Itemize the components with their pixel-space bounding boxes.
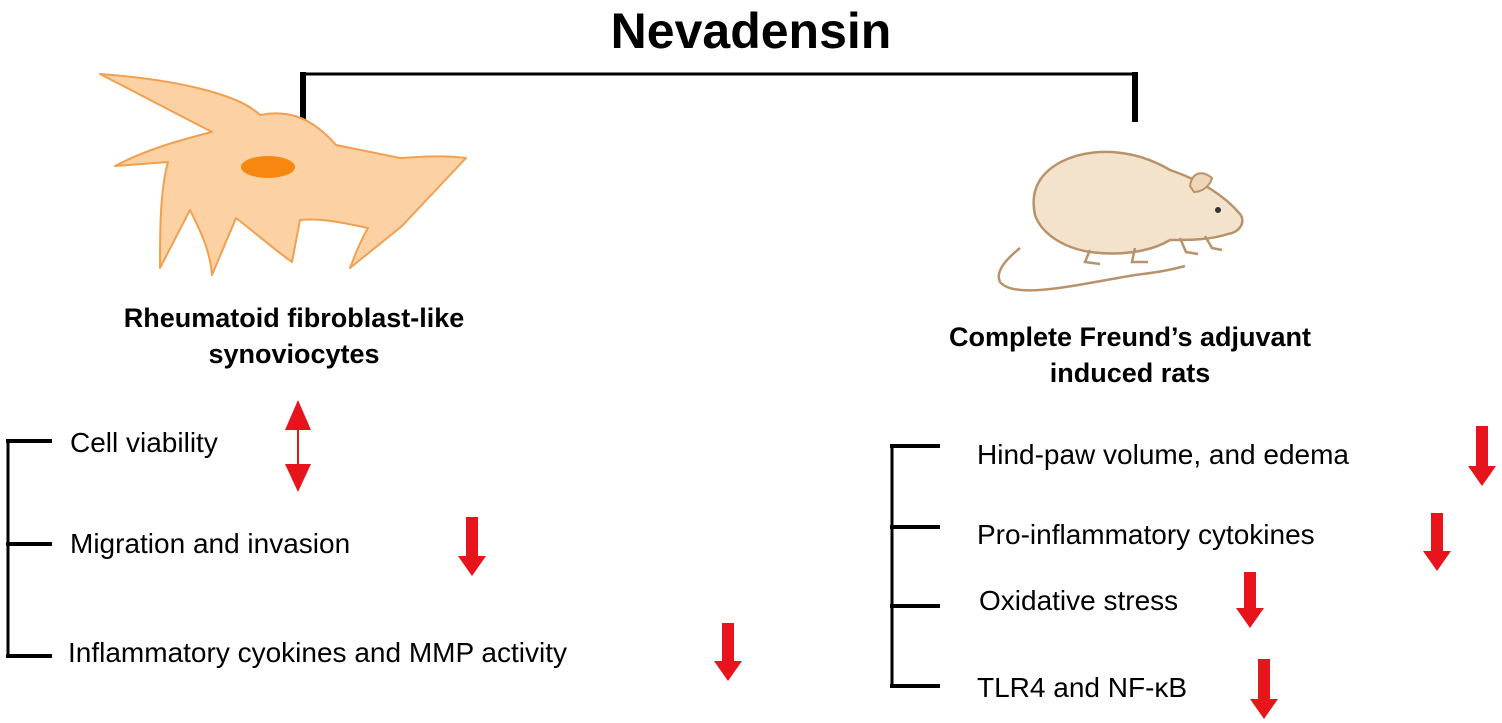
list-item-migration-invasion: Migration and invasion	[70, 528, 351, 559]
list-item-pro-inflammatory-cytokines: Pro-inflammatory cytokines	[977, 519, 1315, 550]
right-heading: Complete Freund’s adjuvant induced rats	[880, 319, 1380, 391]
list-item-hind-paw-volume: Hind-paw volume, and edema	[977, 439, 1349, 470]
top-bracket	[300, 72, 1138, 122]
decrease-arrow-icon	[1250, 659, 1278, 719]
list-item-inflammatory-cytokines-mmp: Inflammatory cyokines and MMP activity	[68, 637, 567, 668]
decrease-arrow-icon	[458, 517, 486, 576]
fibroblast-cell-icon	[99, 73, 467, 276]
right-list-bracket	[890, 444, 940, 688]
left-heading-line1: Rheumatoid fibroblast-like	[123, 303, 465, 333]
list-item-oxidative-stress: Oxidative stress	[979, 585, 1179, 616]
decrease-arrow-icon	[1423, 513, 1451, 571]
decrease-arrow-icon	[714, 623, 742, 681]
right-heading-line1: Complete Freund’s adjuvant	[948, 322, 1312, 352]
left-heading-line2: synoviocytes	[208, 339, 380, 369]
left-heading: Rheumatoid fibroblast-like synoviocytes	[44, 300, 544, 372]
list-item-tlr4-nfkb: TLR4 and NF-κB	[977, 672, 1188, 703]
left-list-bracket	[6, 439, 52, 658]
decrease-arrow-icon	[1236, 572, 1264, 628]
decrease-arrow-icon	[1468, 426, 1496, 486]
rat-icon	[997, 150, 1244, 292]
no-change-arrow-icon	[285, 400, 311, 492]
diagram-title: Nevadensin	[610, 3, 892, 59]
right-heading-line2: induced rats	[1049, 358, 1211, 388]
list-item-cell-viability: Cell viability	[70, 427, 218, 458]
